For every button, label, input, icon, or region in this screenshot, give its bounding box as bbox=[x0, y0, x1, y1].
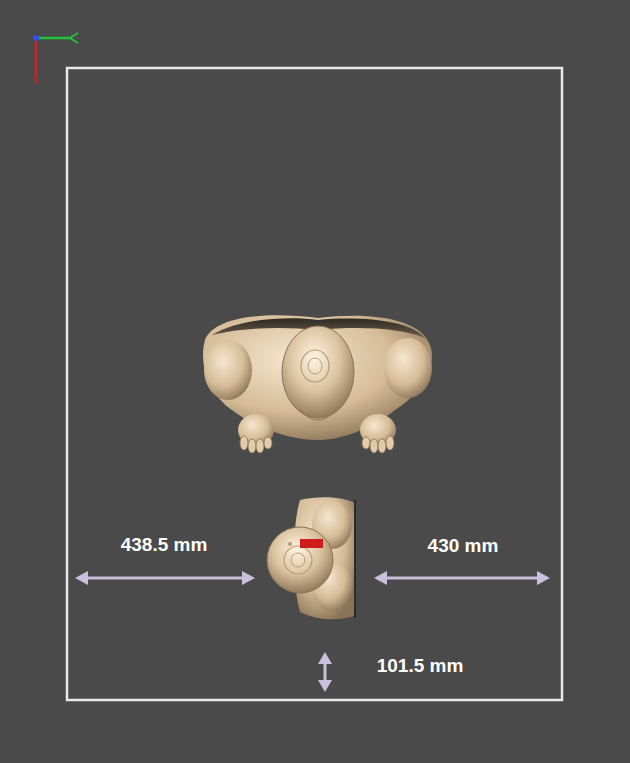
dimension-arrows bbox=[75, 571, 550, 692]
axis-icon bbox=[33, 33, 78, 84]
dimension-label: 430 mm bbox=[428, 536, 499, 557]
lower-figure bbox=[267, 497, 356, 619]
upper-figure bbox=[203, 315, 432, 453]
dimension-label: 101.5 mm bbox=[377, 656, 464, 677]
marker bbox=[300, 539, 323, 548]
dimension-label: 438.5 mm bbox=[121, 535, 208, 556]
bounding-frame bbox=[67, 68, 562, 700]
